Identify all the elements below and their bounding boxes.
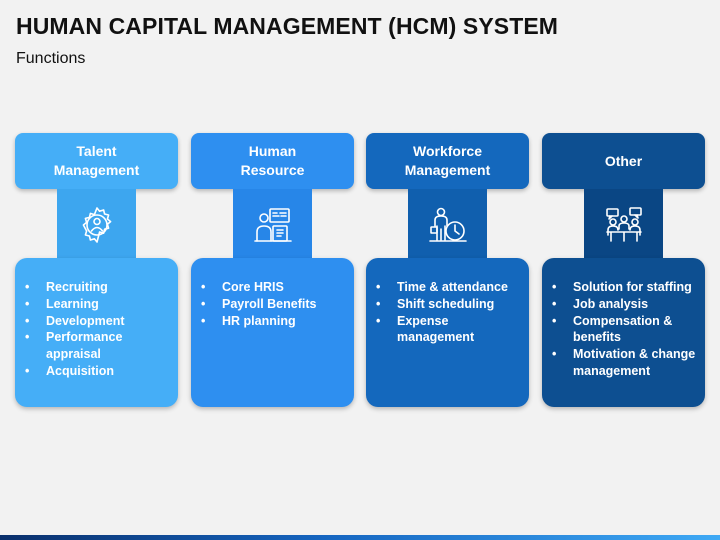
column-body: Recruiting Learning Development Performa… (15, 258, 178, 407)
icon-stem (57, 189, 136, 261)
column-header: Other (542, 133, 705, 189)
list-item: Motivation & change management (552, 346, 699, 380)
column-workforce-management: Workforce Management Time & attendance S… (366, 133, 529, 407)
column-header-label: Human Resource (240, 143, 305, 178)
icon-stem (584, 189, 663, 261)
list-item: Time & attendance (376, 279, 523, 296)
column-header: Workforce Management (366, 133, 529, 189)
list-item: Expense management (376, 313, 523, 347)
column-header: Human Resource (191, 133, 354, 189)
column-header: Talent Management (15, 133, 178, 189)
list-item: Payroll Benefits (201, 296, 348, 313)
bullet-list: Solution for staffing Job analysis Compe… (552, 279, 699, 380)
list-item: Solution for staffing (552, 279, 699, 296)
footer-bar (0, 535, 720, 540)
bullet-list: Core HRIS Payroll Benefits HR planning (201, 279, 348, 329)
list-item: Acquisition (25, 363, 172, 380)
icon-stem (408, 189, 487, 261)
column-body: Solution for staffing Job analysis Compe… (542, 258, 705, 407)
team-meeting-icon (605, 207, 642, 242)
hr-person-icon (253, 208, 292, 242)
list-item: Recruiting (25, 279, 172, 296)
column-talent-management: Talent Management Recruiting Learning De… (15, 133, 178, 407)
list-item: Core HRIS (201, 279, 348, 296)
list-item: Performance appraisal (25, 329, 172, 363)
list-item: Development (25, 313, 172, 330)
column-header-label: Talent Management (53, 143, 140, 178)
bullet-list: Time & attendance Shift scheduling Expen… (376, 279, 523, 346)
slide-title: HUMAN CAPITAL MANAGEMENT (HCM) SYSTEM (16, 13, 559, 39)
column-human-resource: Human Resource Core HRIS Payroll Benefit… (191, 133, 354, 407)
icon-stem (233, 189, 312, 261)
bullet-list: Recruiting Learning Development Performa… (25, 279, 172, 380)
list-item: Shift scheduling (376, 296, 523, 313)
column-body: Time & attendance Shift scheduling Expen… (366, 258, 529, 407)
worker-clock-icon (428, 207, 467, 242)
gear-person-icon (82, 207, 111, 243)
list-item: Learning (25, 296, 172, 313)
column-header-label: Workforce Management (404, 143, 491, 178)
list-item: Job analysis (552, 296, 699, 313)
list-item: Compensation & benefits (552, 313, 699, 347)
column-other: Other Solution for staffing Job analysis… (542, 133, 705, 407)
column-header-label: Other (604, 152, 643, 169)
slide-subtitle: Functions (16, 50, 86, 67)
column-body: Core HRIS Payroll Benefits HR planning (191, 258, 354, 407)
list-item: HR planning (201, 313, 348, 330)
